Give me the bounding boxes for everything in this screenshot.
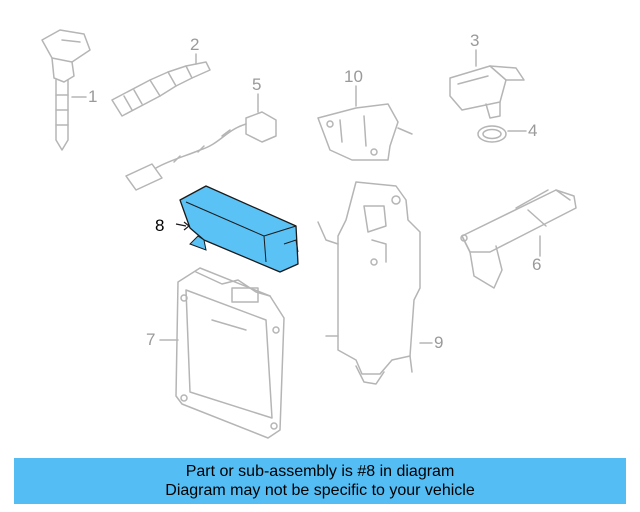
- callout-6: 6: [532, 255, 542, 274]
- callout-9: 9: [434, 333, 444, 352]
- o-ring-part[interactable]: [477, 125, 527, 143]
- spark-plug-part[interactable]: [111, 53, 211, 117]
- callout-1: 1: [88, 87, 98, 106]
- callout-4: 4: [528, 121, 538, 140]
- callout-7: 7: [146, 330, 156, 349]
- banner-line-1: Part or sub-assembly is #8 in diagram: [185, 463, 455, 480]
- bracket-part-10[interactable]: [317, 85, 413, 161]
- ignition-coil-part[interactable]: [41, 29, 91, 151]
- cover-part-8-highlighted[interactable]: [175, 185, 299, 273]
- sensor-part-3[interactable]: [449, 49, 525, 119]
- control-module-part[interactable]: [159, 267, 285, 439]
- callout-10: 10: [344, 67, 363, 86]
- parts-diagram: [41, 29, 577, 439]
- sensor-part-5[interactable]: [125, 93, 277, 191]
- info-banner: Part or sub-assembly is #8 in diagram Di…: [14, 458, 626, 504]
- callout-2: 2: [190, 35, 200, 54]
- callout-3: 3: [470, 31, 480, 50]
- position-sensor-part[interactable]: [460, 189, 577, 289]
- callout-5: 5: [252, 75, 262, 94]
- banner-line-2: Diagram may not be specific to your vehi…: [165, 482, 475, 499]
- mounting-bracket-part-9[interactable]: [317, 181, 433, 385]
- callout-8: 8: [155, 216, 165, 235]
